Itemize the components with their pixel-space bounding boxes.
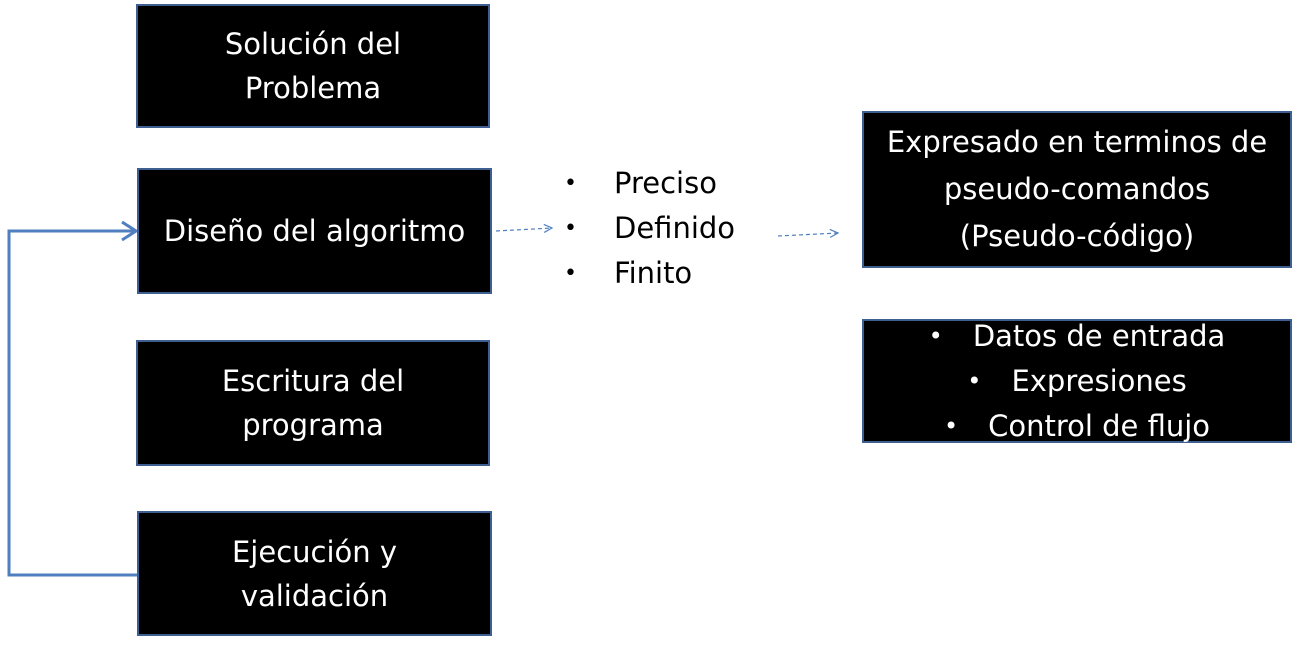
bullet-icon: • [967, 366, 982, 395]
component-label: Datos de entrada [972, 318, 1226, 353]
property-label: Definido [614, 211, 736, 245]
property-label: Preciso [614, 166, 717, 200]
step-label-line1: Escritura del [221, 364, 405, 398]
step-label-line2: Problema [244, 71, 382, 105]
step-label-line2: programa [242, 408, 384, 442]
step-escritura-programa-box: Escritura del programa [136, 340, 490, 466]
bullet-icon: • [564, 171, 577, 196]
component-item: • Control de flujo [944, 404, 1210, 449]
property-label: Finito [614, 256, 693, 290]
expression-line3: (Pseudo-código) [959, 219, 1195, 253]
component-item: • Expresiones [967, 359, 1186, 404]
feedback-loop-arrow [7, 229, 137, 577]
step-ejecucion-validacion-box: Ejecución y validación [137, 511, 492, 636]
expression-line1: Expresado en terminos de [886, 125, 1268, 159]
step-diseno-algoritmo-box: Diseño del algoritmo [137, 168, 492, 294]
step-label-line2: validación [240, 578, 389, 613]
bullet-icon: • [564, 216, 577, 241]
step-label-line1: Ejecución y [231, 534, 398, 569]
property-item: • Definido [564, 206, 735, 251]
bullet-icon: • [943, 411, 959, 440]
component-label: Control de flujo [988, 408, 1211, 443]
step-label-line1: Solución del [224, 27, 402, 61]
bullet-icon: • [928, 321, 943, 350]
component-label: Expresiones [1011, 363, 1187, 398]
property-item: • Preciso [564, 161, 735, 206]
component-item: • Datos de entrada [929, 314, 1226, 359]
step-solucion-problema-box: Solución del Problema [136, 4, 490, 128]
feedback-loop-arrowhead [121, 220, 139, 242]
property-item: • Finito [564, 251, 735, 296]
dashed-arrow-to-pseudocode [777, 233, 838, 236]
expression-line2: pseudo-comandos [943, 172, 1211, 206]
pseudocode-components-box: • Datos de entrada • Expresiones • Contr… [862, 319, 1292, 443]
dashed-arrow-to-properties [495, 228, 552, 231]
algorithm-properties-list: • Preciso • Definido • Finito [564, 161, 735, 296]
step-label-line1: Diseño del algoritmo [163, 214, 466, 248]
pseudocode-expression-box: Expresado en terminos de pseudo-comandos… [862, 111, 1292, 268]
bullet-icon: • [564, 261, 577, 286]
